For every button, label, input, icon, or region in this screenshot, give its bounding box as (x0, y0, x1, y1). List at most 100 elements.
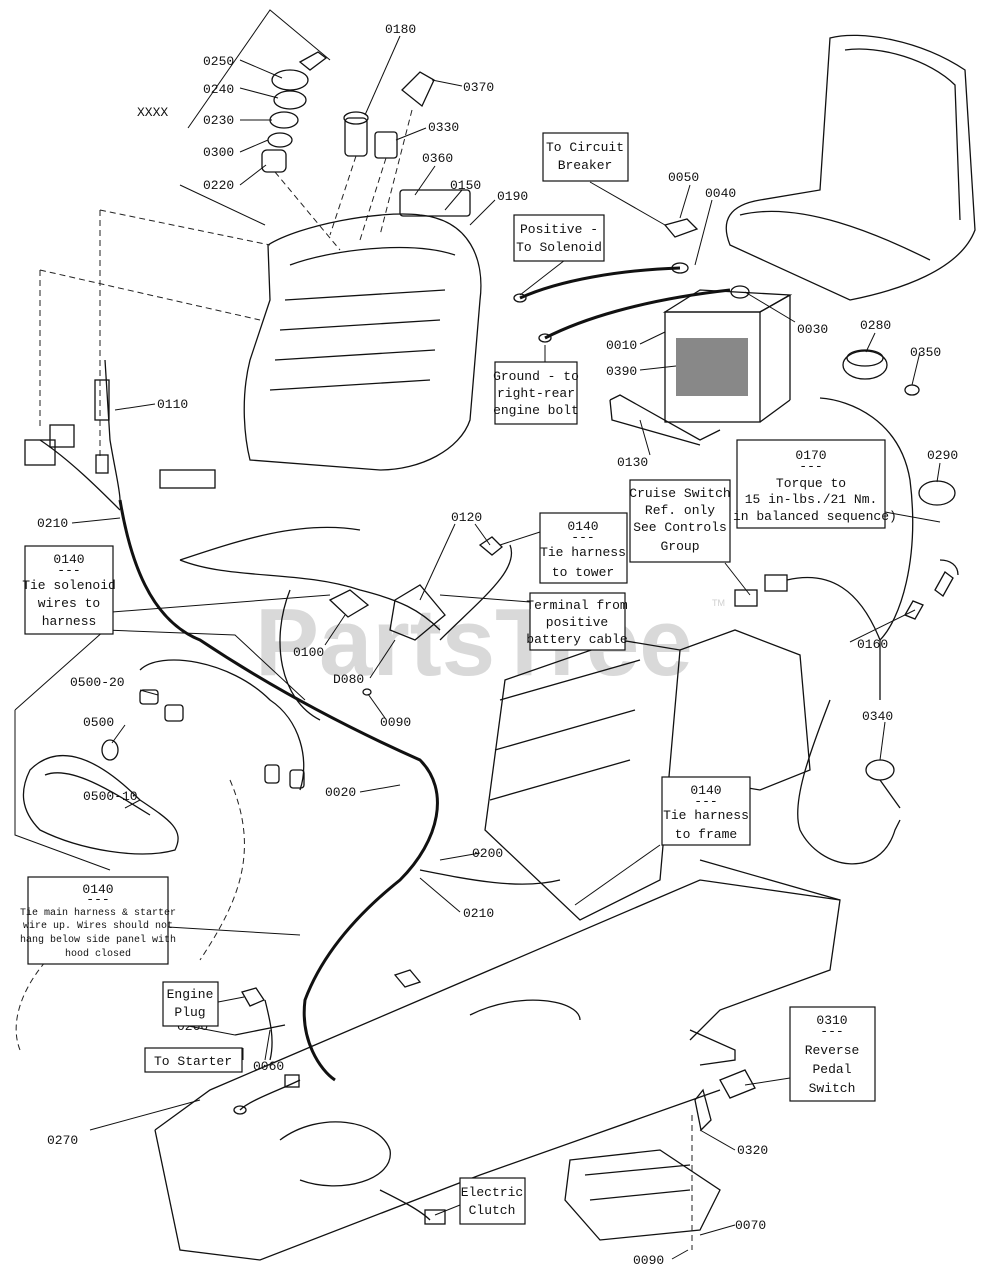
label-0250: 0250 (203, 54, 234, 69)
starter-wiring (233, 969, 422, 1115)
svg-text:---: --- (57, 563, 80, 578)
label-0150: 0150 (450, 178, 481, 193)
leader-lines (71, 35, 941, 1260)
dash-tower (39, 189, 482, 471)
label-0160: 0160 (857, 637, 888, 652)
label-0500-10: 0500-10 (83, 789, 138, 804)
callout-tie-solenoid: 0140 --- Tie solenoid wires to harness (22, 545, 116, 635)
svg-text:---: --- (694, 794, 717, 809)
label-0030: 0030 (797, 322, 828, 337)
svg-text:---: --- (571, 530, 594, 545)
svg-text:Cruise Switch: Cruise Switch (629, 486, 730, 501)
main-harness (24, 359, 561, 1082)
label-0340: 0340 (862, 709, 893, 724)
svg-text:0140: 0140 (82, 882, 113, 897)
label-0350: 0350 (910, 345, 941, 360)
label-0070: 0070 (735, 1218, 766, 1233)
svg-text:Breaker: Breaker (558, 158, 613, 173)
svg-text:right-rear: right-rear (497, 386, 575, 401)
svg-text:hang below side panel with: hang below side panel with (20, 934, 176, 946)
svg-text:battery cable: battery cable (526, 632, 627, 647)
label-0330: 0330 (428, 120, 459, 135)
label-0360: 0360 (422, 151, 453, 166)
label-0220: 0220 (203, 178, 234, 193)
watermark-tm: TM (712, 598, 725, 608)
callout-terminal-positive: Terminal from positive battery cable (526, 592, 628, 651)
svg-text:Positive -: Positive - (520, 222, 598, 237)
svg-text:engine bolt: engine bolt (493, 403, 579, 418)
label-0240: 0240 (203, 82, 234, 97)
label-0500: 0500 (83, 715, 114, 730)
label-0130: 0130 (617, 455, 648, 470)
label-0050: 0050 (668, 170, 699, 185)
callout-tie-frame: 0140 --- Tie harness to frame (661, 776, 751, 846)
svg-text:15 in-lbs./21 Nm.: 15 in-lbs./21 Nm. (745, 492, 878, 507)
battery-group (513, 218, 793, 446)
ignition-switch-group (179, 9, 341, 251)
svg-text:to frame: to frame (675, 827, 737, 842)
svg-text:Switch: Switch (809, 1081, 856, 1096)
label-0090-b: 0090 (633, 1253, 664, 1268)
svg-text:to tower: to tower (552, 565, 614, 580)
label-0100: 0100 (293, 645, 324, 660)
svg-text:wire up. Wires should not: wire up. Wires should not (23, 920, 173, 932)
label-0210-a: 0210 (37, 516, 68, 531)
svg-text:---: --- (799, 459, 822, 474)
label-0180: 0180 (385, 22, 416, 37)
label-0390: 0390 (606, 364, 637, 379)
svg-text:Clutch: Clutch (469, 1203, 516, 1218)
svg-text:Engine: Engine (167, 987, 214, 1002)
svg-text:Tie harness: Tie harness (663, 808, 749, 823)
svg-text:To Solenoid: To Solenoid (516, 240, 602, 255)
label-0060: 0060 (253, 1059, 284, 1074)
label-0090-a: 0090 (380, 715, 411, 730)
label-0210-b: 0210 (463, 906, 494, 921)
callout-cruise-switch: Cruise Switch Ref. only See Controls Gro… (629, 479, 731, 563)
svg-text:To Starter: To Starter (154, 1054, 232, 1069)
callout-reverse-pedal: 0310 --- Reverse Pedal Switch (789, 1006, 876, 1102)
callout-circuit-breaker: To Circuit Breaker (542, 132, 629, 182)
svg-text:0140: 0140 (53, 552, 84, 567)
part-labels: 0250 0240 0230 0300 0220 XXXX 0180 0370 … (37, 22, 958, 1268)
label-0280: 0280 (860, 318, 891, 333)
svg-text:Reverse: Reverse (805, 1043, 860, 1058)
svg-text:Tie solenoid: Tie solenoid (22, 578, 116, 593)
svg-text:hood closed: hood closed (65, 948, 131, 960)
callout-tie-main: 0140 --- Tie main harness & starter wire… (20, 876, 176, 965)
headlight-group (14, 629, 306, 1051)
callout-tie-tower: 0140 --- Tie harness to tower (539, 512, 628, 584)
svg-text:Terminal from: Terminal from (526, 598, 628, 613)
label-xxxx: XXXX (137, 105, 168, 120)
label-0370: 0370 (463, 80, 494, 95)
label-0200: 0200 (472, 846, 503, 861)
frame-chassis (154, 629, 841, 1261)
label-0190: 0190 (497, 189, 528, 204)
svg-text:(in balanced sequence): (in balanced sequence) (725, 509, 897, 524)
svg-text:Group: Group (660, 539, 699, 554)
callout-electric-clutch: Electric Clutch (459, 1177, 526, 1225)
label-0500-20: 0500-20 (70, 675, 125, 690)
label-0080: D080 (333, 672, 364, 687)
label-0300: 0300 (203, 145, 234, 160)
svg-text:positive: positive (546, 615, 608, 630)
seat (725, 34, 976, 301)
connectors-top (329, 71, 435, 241)
svg-text:Pedal: Pedal (812, 1062, 851, 1077)
svg-text:0140: 0140 (567, 519, 598, 534)
svg-text:Tie harness: Tie harness (540, 545, 626, 560)
svg-text:Electric: Electric (461, 1185, 523, 1200)
label-0320: 0320 (737, 1143, 768, 1158)
svg-text:Ground - to: Ground - to (493, 369, 579, 384)
label-0010: 0010 (606, 338, 637, 353)
callout-to-starter: To Starter (144, 1047, 243, 1073)
svg-text:---: --- (86, 892, 109, 907)
callout-torque: 0170 --- Torque to 15 in-lbs./21 Nm. (in… (725, 439, 897, 529)
callout-ground-bolt: Ground - to right-rear engine bolt (493, 361, 579, 425)
label-0290: 0290 (927, 448, 958, 463)
callout-engine-plug: Engine Plug (162, 981, 219, 1027)
label-0270: 0270 (47, 1133, 78, 1148)
svg-text:---: --- (820, 1024, 843, 1039)
svg-text:To Circuit: To Circuit (546, 140, 624, 155)
svg-text:Plug: Plug (174, 1005, 205, 1020)
